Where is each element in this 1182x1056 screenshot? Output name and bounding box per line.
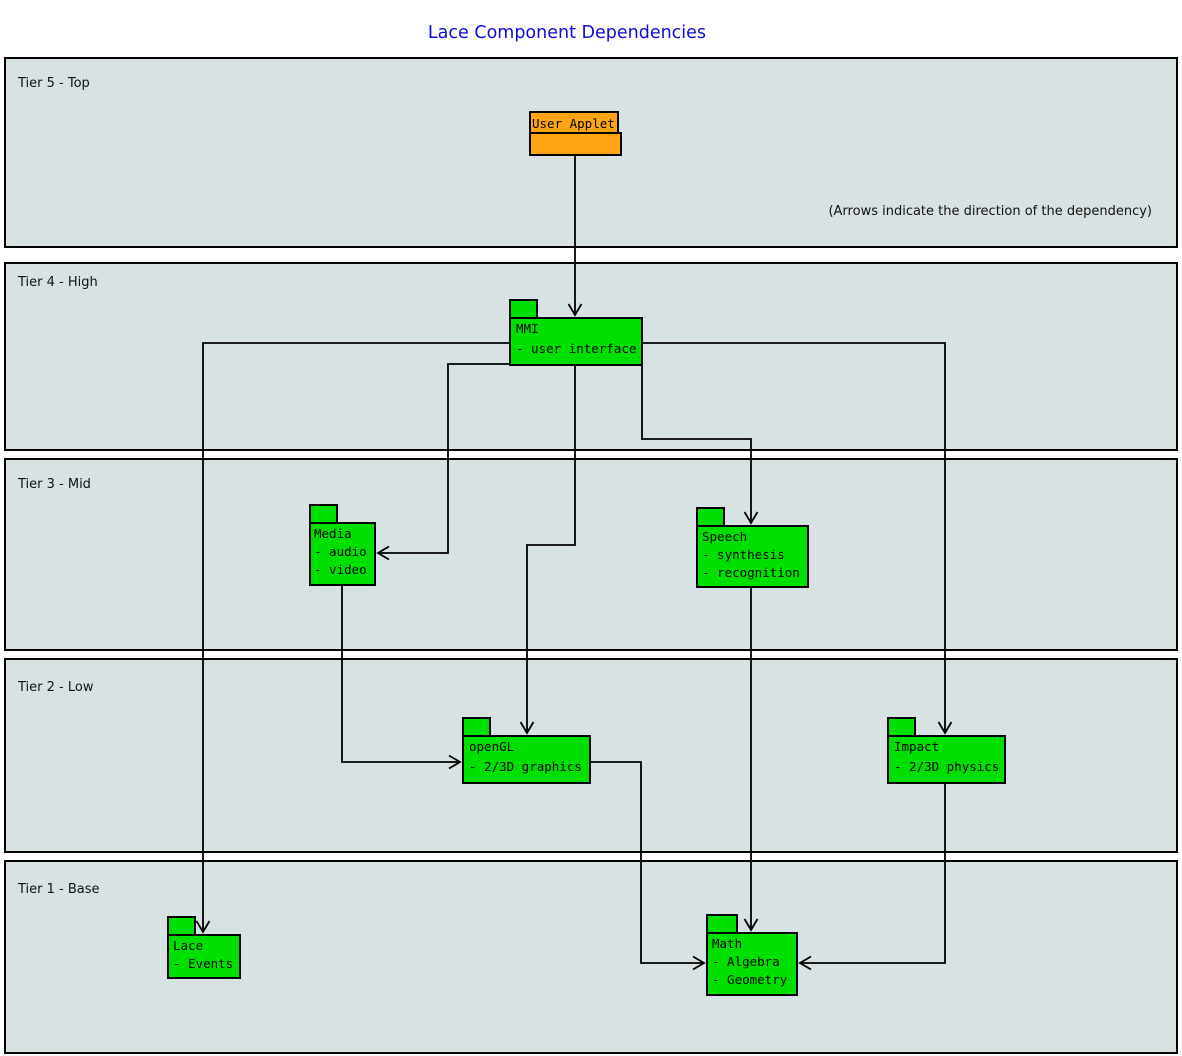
media-detail-1: - audio xyxy=(314,544,367,559)
tier-3-rect xyxy=(4,458,1178,651)
diagram-title: Lace Component Dependencies xyxy=(428,23,706,43)
media-tab xyxy=(309,504,338,524)
lace-detail-1: - Events xyxy=(173,956,233,971)
opengl-tab xyxy=(462,717,491,737)
user-applet-name: User Applet xyxy=(532,116,615,131)
opengl-detail-1: - 2/3D graphics xyxy=(469,759,582,774)
tier-2-label: Tier 2 - Low xyxy=(17,680,94,695)
edge-opengl-to-math xyxy=(590,761,706,971)
edge-media-to-opengl xyxy=(341,585,462,770)
speech-detail-2: - recognition xyxy=(702,565,800,580)
edge-mmi-to-opengl xyxy=(519,365,576,735)
impact-body xyxy=(887,735,1006,784)
component-impact[interactable]: Impact - 2/3D physics xyxy=(887,717,1006,784)
tier-band-4: Tier 4 - High xyxy=(4,262,1178,451)
math-detail-1: - Algebra xyxy=(712,954,780,969)
tier-4-rect xyxy=(4,262,1178,451)
tier-4-label: Tier 4 - High xyxy=(17,275,98,290)
component-user-applet[interactable]: User Applet xyxy=(529,111,622,156)
user-applet-body-box xyxy=(529,132,622,156)
speech-name: Speech xyxy=(702,529,747,544)
component-media[interactable]: Media - audio - video xyxy=(309,504,376,586)
media-body xyxy=(309,522,376,586)
math-detail-2: - Geometry xyxy=(712,972,788,987)
edge-impact-to-math xyxy=(798,783,946,971)
lace-body xyxy=(167,934,241,979)
lace-tab xyxy=(167,916,196,936)
impact-detail-1: - 2/3D physics xyxy=(894,759,999,774)
tier-3-label: Tier 3 - Mid xyxy=(17,477,91,492)
mmi-tab xyxy=(509,299,538,319)
arrow-direction-note: (Arrows indicate the direction of the de… xyxy=(828,204,1152,219)
tier-band-1: Tier 1 - Base xyxy=(4,860,1178,1054)
edge-mmi-to-speech xyxy=(641,365,759,525)
speech-detail-1: - synthesis xyxy=(702,547,785,562)
component-speech[interactable]: Speech - synthesis - recognition xyxy=(696,507,809,588)
tier-5-label: Tier 5 - Top xyxy=(17,76,90,91)
component-lace[interactable]: Lace - Events xyxy=(167,916,241,979)
impact-name: Impact xyxy=(894,739,939,754)
mmi-name: MMI xyxy=(516,321,539,336)
component-mmi[interactable]: MMI - user interface xyxy=(509,299,643,366)
impact-tab xyxy=(887,717,916,737)
mmi-detail-1: - user interface xyxy=(516,341,636,356)
tier-1-rect xyxy=(4,860,1178,1054)
edge-mmi-to-lace xyxy=(195,342,510,934)
speech-tab xyxy=(696,507,725,527)
math-name: Math xyxy=(712,936,742,951)
edge-mmi-to-impact xyxy=(642,342,953,735)
media-name: Media xyxy=(314,526,352,541)
edges xyxy=(195,155,953,971)
tier-1-label: Tier 1 - Base xyxy=(17,882,100,897)
lace-name: Lace xyxy=(173,938,203,953)
edge-mmi-to-media xyxy=(376,363,510,561)
tier-band-3: Tier 3 - Mid xyxy=(4,458,1178,651)
opengl-name: openGL xyxy=(469,739,514,754)
mmi-body xyxy=(509,317,643,366)
media-detail-2: - video xyxy=(314,562,367,577)
component-math[interactable]: Math - Algebra - Geometry xyxy=(706,914,798,996)
math-body xyxy=(706,932,798,996)
math-tab xyxy=(706,914,738,934)
opengl-body xyxy=(462,735,591,784)
component-opengl[interactable]: openGL - 2/3D graphics xyxy=(462,717,591,784)
speech-body xyxy=(696,525,809,588)
